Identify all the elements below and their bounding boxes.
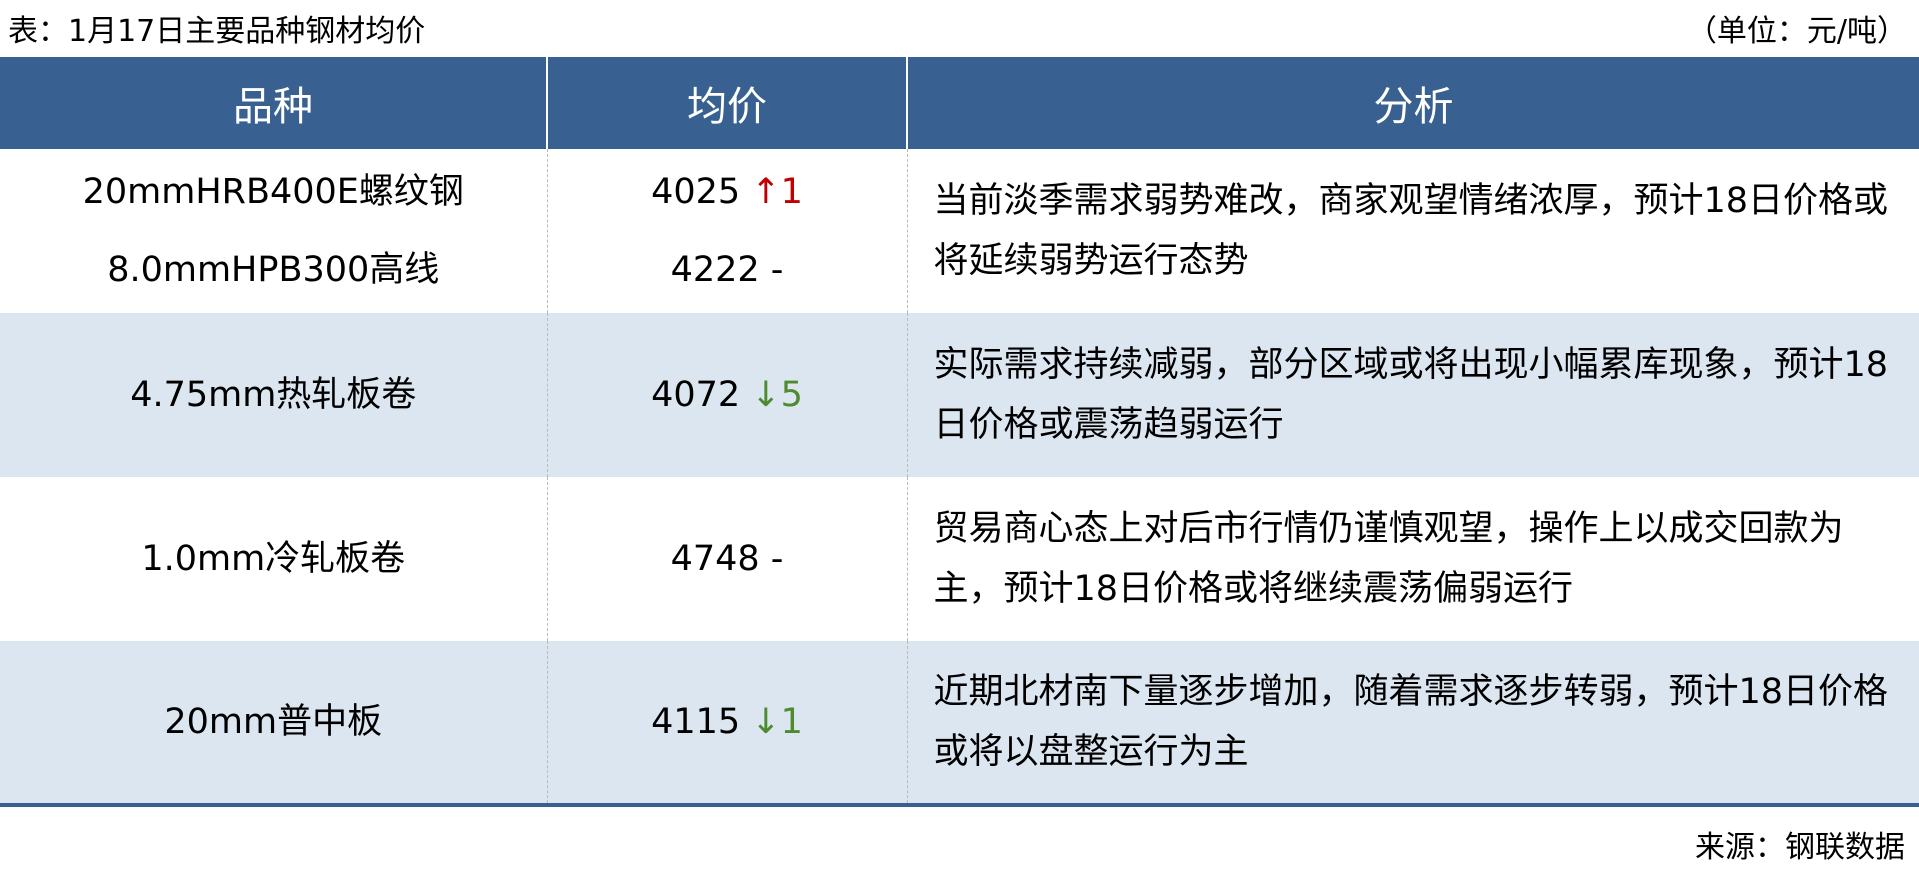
product-name: 1.0mm冷轧板卷 (141, 539, 406, 579)
table-title: 表：1月17日主要品种钢材均价 (8, 14, 426, 49)
price-cell: 4115 ↓1 (546, 641, 907, 805)
product-name: 8.0mmHPB300高线 (107, 250, 440, 290)
price-change: - (770, 539, 784, 579)
price-line: 4222 - (548, 231, 907, 309)
arrow-down-icon: ↓ (751, 375, 781, 415)
price-value: 4072 (651, 375, 741, 415)
price-change: - (770, 250, 784, 290)
product-cell: 20mm普中板 (0, 641, 547, 805)
price-change: 1 (780, 172, 803, 212)
product-name: 20mm普中板 (164, 702, 383, 742)
header-price: 均价 (546, 57, 907, 149)
price-value: 4025 (651, 172, 741, 212)
price-value: 4222 (670, 250, 760, 290)
price-line: 4748 - (548, 520, 907, 598)
analysis-cell: 当前淡季需求弱势难改，商家观望情绪浓厚，预计18日价格或将延续弱势运行态势 (906, 149, 1919, 313)
price-value: 4748 (670, 539, 760, 579)
product-cell: 1.0mm冷轧板卷 (0, 477, 547, 641)
header-analysis: 分析 (906, 57, 1919, 149)
analysis-cell: 近期北材南下量逐步增加，随着需求逐步转弱，预计18日价格或将以盘整运行为主 (906, 641, 1919, 805)
analysis-cell: 贸易商心态上对后市行情仍谨慎观望，操作上以成交回款为主，预计18日价格或将继续震… (906, 477, 1919, 641)
product-name: 20mmHRB400E螺纹钢 (82, 172, 464, 212)
price-line: 4072 ↓5 (548, 356, 907, 434)
price-value: 4115 (651, 702, 741, 742)
price-line: 4025 ↑1 (548, 153, 907, 231)
unit-label: （单位：元/吨） (1686, 14, 1907, 49)
price-line: 4115 ↓1 (548, 683, 907, 761)
source-label: 来源：钢联数据 (1695, 830, 1905, 865)
arrow-up-icon: ↑ (751, 172, 781, 212)
price-change: 1 (780, 702, 803, 742)
product-cell: 20mmHRB400E螺纹钢 8.0mmHPB300高线 (0, 149, 547, 313)
product-cell: 4.75mm热轧板卷 (0, 313, 547, 477)
analysis-cell: 实际需求持续减弱，部分区域或将出现小幅累库现象，预计18日价格或震荡趋弱运行 (906, 313, 1919, 477)
price-change: 5 (780, 375, 803, 415)
price-table: 品种 均价 分析 20mmHRB400E螺纹钢 8.0mmHPB300高线 4025… (0, 57, 1919, 807)
arrow-down-icon: ↓ (751, 702, 781, 742)
product-name: 4.75mm热轧板卷 (130, 375, 417, 415)
price-cell: 4748 - (546, 477, 907, 641)
price-cell: 4072 ↓5 (546, 313, 907, 477)
header-product: 品种 (0, 57, 547, 149)
